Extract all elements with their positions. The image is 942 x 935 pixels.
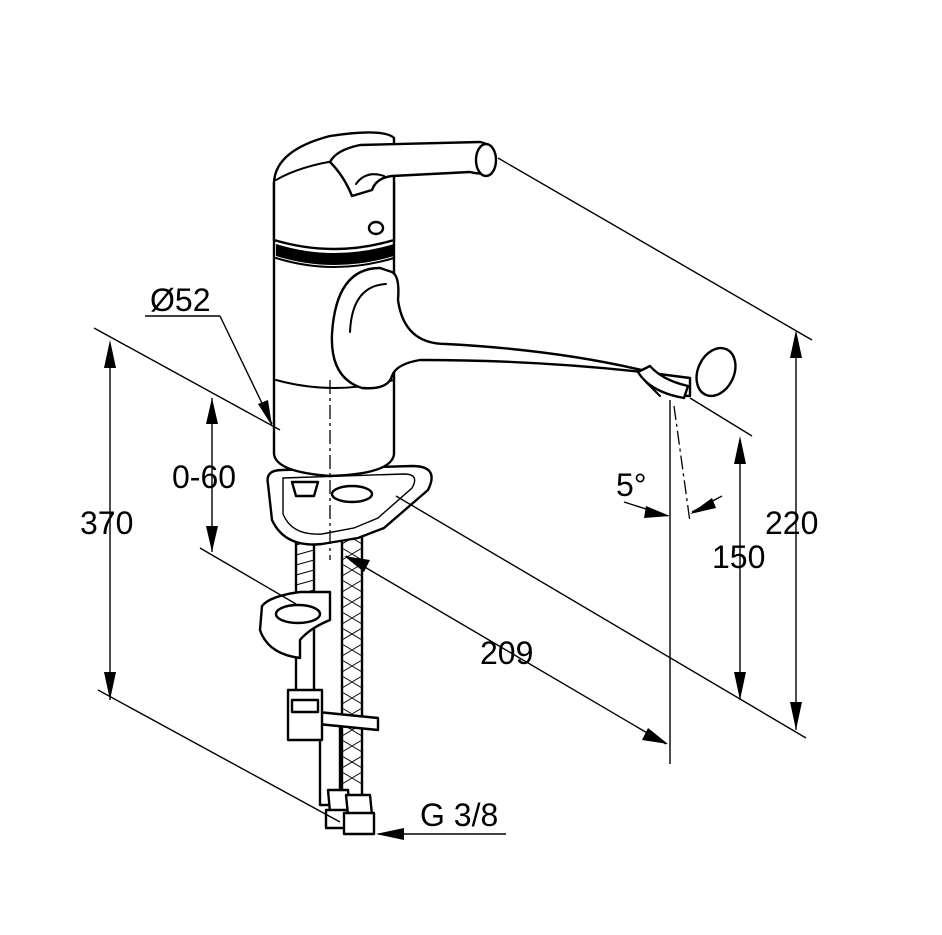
spout-angle-label: 5°	[616, 467, 647, 503]
connection-thread-label: G 3/8	[420, 797, 498, 833]
total-height-label: 370	[80, 505, 133, 541]
faucet-illustration	[258, 131, 737, 836]
spout-height-label: 150	[712, 539, 765, 575]
diameter-label: Ø52	[150, 282, 210, 318]
dimension-labels: Ø52 0-60 370 5° 150 220 209 G 3/8	[80, 282, 818, 833]
dimension-lines	[93, 157, 813, 840]
adjust-range-label: 0-60	[172, 459, 236, 495]
base-plate	[266, 464, 433, 546]
lever-handle	[328, 140, 498, 198]
spout	[330, 266, 737, 400]
body-height-label: 220	[765, 505, 818, 541]
spout-reach-label: 209	[480, 635, 533, 671]
